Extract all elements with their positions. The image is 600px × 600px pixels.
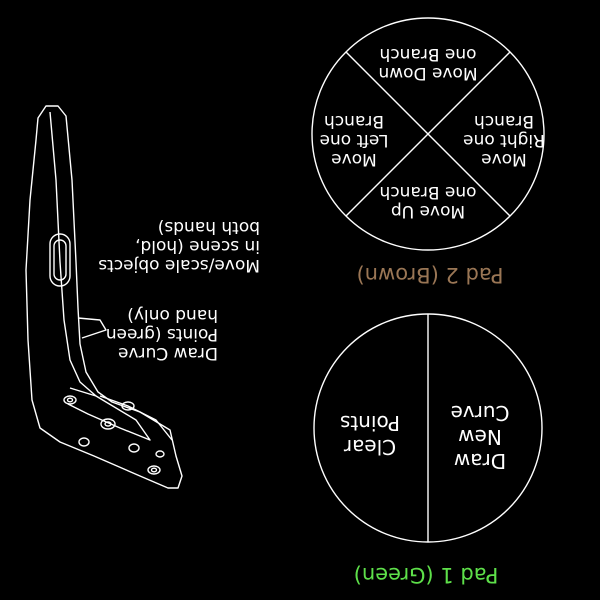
grip-callout-line-3: hand only): [127, 305, 218, 325]
pad-1-title: Pad 1 (Green): [354, 563, 499, 587]
pad-2: Move Down one Branch Move Up one Branch …: [311, 17, 545, 287]
trigger-callout: Move/scale objects in scene (hold, both …: [98, 217, 260, 275]
grip-callout: Draw Curve Points (green hand only): [106, 305, 218, 363]
trigger-callout-line-2: in scene (hold,: [135, 236, 260, 256]
grip-callout-line-2: Points (green: [106, 324, 218, 344]
pad-2-divider-b: [345, 51, 511, 217]
trigger-callout-line-1: Move/scale objects: [98, 255, 260, 275]
pad-2-title: Pad 2 (Brown): [357, 263, 504, 287]
pad-1-right-line-1: Draw: [454, 449, 506, 473]
pad-2-circle: [311, 17, 545, 251]
pad-1-left-line-1: Clear: [343, 435, 396, 459]
pad-2-right-line-2: Right one: [463, 130, 545, 150]
pad-1-left-line-2: Points: [340, 411, 400, 435]
pad-2-right-line-3: Branch: [474, 111, 534, 131]
vr-controller-icon: [25, 105, 183, 489]
pad-2-left-line-1: Move: [331, 149, 377, 169]
pad-2-bottom-line-1: Move Up: [391, 201, 465, 221]
pad-1-right-line-2: New: [458, 425, 502, 449]
grip-callout-line-1: Draw Curve: [118, 343, 218, 363]
pad-2-right-line-1: Move: [481, 149, 527, 169]
trigger-callout-line-3: both hands): [158, 217, 260, 237]
pad-2-top-line-1: Move Down: [378, 63, 477, 83]
pad-2-top-line-2: one Branch: [379, 44, 476, 64]
pad-2-bottom-line-2: one Branch: [379, 182, 476, 202]
pad-1: Clear Points Draw New Curve Pad 1 (Green…: [313, 313, 543, 587]
pad-2-left-line-3: Branch: [324, 111, 384, 131]
pad-1-right-line-3: Curve: [450, 401, 509, 425]
pad-2-left-line-2: Left one: [319, 130, 388, 150]
